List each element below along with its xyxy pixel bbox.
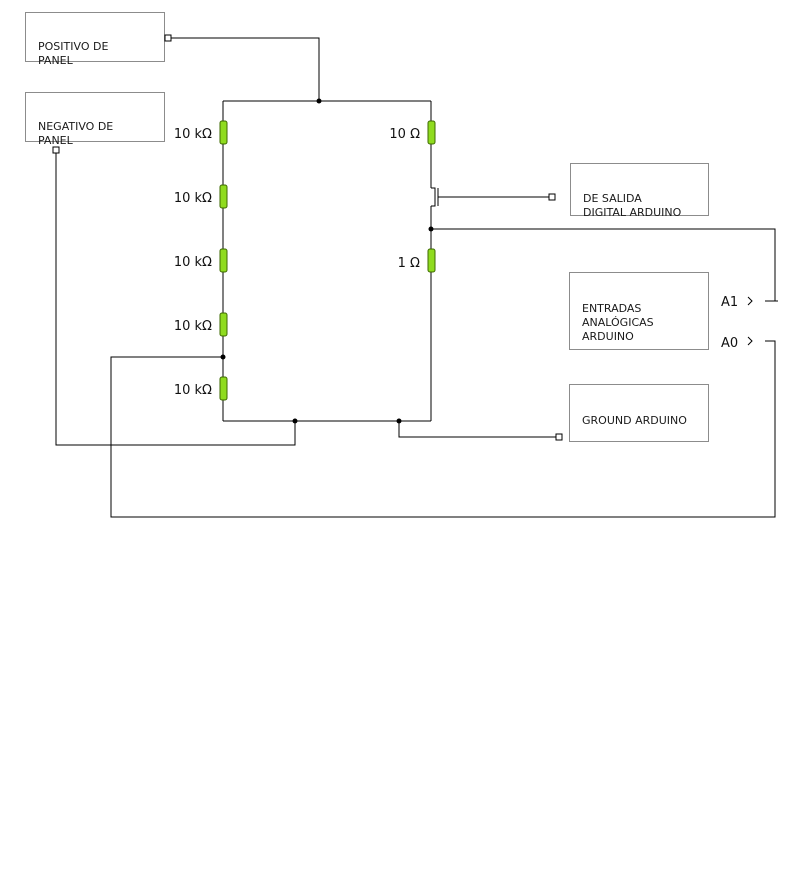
resistor-r3 — [219, 248, 228, 273]
positivo-de-panel-box: POSITIVO DE PANEL — [25, 12, 165, 67]
entradas-analogicas-arduino-label: ENTRADAS ANALÓGICAS ARDUINO — [582, 302, 654, 343]
resistor-r5 — [219, 376, 228, 401]
ground-arduino-label: GROUND ARDUINO — [582, 414, 687, 427]
wire-positivo — [171, 37, 320, 101]
wire-ground — [398, 421, 556, 438]
pin-a0-label: A0 — [721, 336, 738, 351]
negativo-de-panel-label: NEGATIVO DE PANEL — [38, 120, 114, 147]
wire-a0 — [110, 340, 776, 518]
junction-dot — [220, 354, 226, 360]
junction-dot — [316, 98, 322, 104]
resistor-r1-label: 10 kΩ — [174, 127, 212, 142]
resistor-r4-label: 10 kΩ — [174, 319, 212, 334]
a1-pin-chevron — [747, 296, 753, 306]
resistor-r6-label: 10 Ω — [389, 127, 420, 142]
resistor-r1 — [219, 120, 228, 145]
resistor-r2-label: 10 kΩ — [174, 191, 212, 206]
resistor-r6 — [427, 120, 436, 145]
resistor-r4 — [219, 312, 228, 337]
terminal-salida-digital — [548, 193, 556, 201]
entradas-analogicas-arduino-box: ENTRADAS ANALÓGICAS ARDUINO — [569, 272, 709, 350]
negativo-de-panel-box: NEGATIVO DE PANEL — [25, 92, 165, 147]
terminal-negativo — [52, 146, 60, 154]
resistor-r3-label: 10 kΩ — [174, 255, 212, 270]
resistor-r7 — [427, 248, 436, 273]
resistor-r7-label: 1 Ω — [398, 256, 420, 271]
resistor-r5-label: 10 kΩ — [174, 383, 212, 398]
resistor-r2 — [219, 184, 228, 209]
wire-a1 — [431, 228, 778, 302]
switch-channel — [431, 187, 436, 207]
terminal-ground — [555, 433, 563, 441]
positivo-de-panel-label: POSITIVO DE PANEL — [38, 40, 109, 67]
pin-a1-label: A1 — [721, 295, 738, 310]
salida-digital-arduino-box: DE SALIDA DIGITAL ARDUINO — [570, 163, 709, 219]
terminal-positivo — [164, 34, 172, 42]
wire-negativo — [55, 153, 296, 446]
junction-dot — [292, 418, 298, 424]
ground-arduino-box: GROUND ARDUINO — [569, 384, 709, 442]
junction-dot — [396, 418, 402, 424]
salida-digital-arduino-label: DE SALIDA DIGITAL ARDUINO — [583, 192, 682, 219]
junction-dot — [428, 226, 434, 232]
a0-pin-chevron — [747, 336, 753, 346]
